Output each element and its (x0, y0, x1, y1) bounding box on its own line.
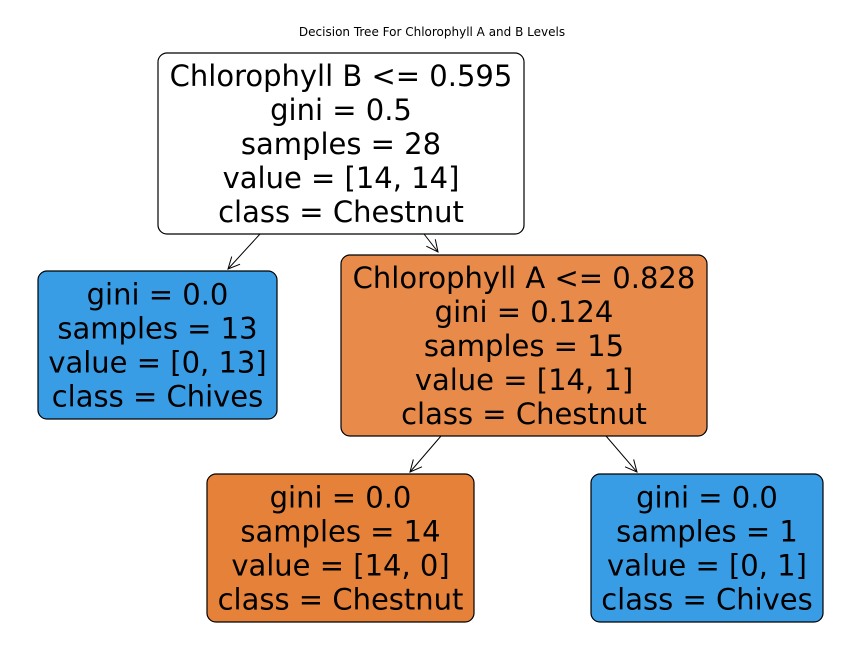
node-line: class = Chives (52, 379, 264, 413)
node-line: value = [14, 14] (223, 161, 460, 195)
node-line: samples = 1 (616, 514, 798, 548)
node-line: gini = 0.5 (270, 93, 412, 127)
edges-layer (227, 233, 638, 473)
edge-right-split-to-right-left-leaf (409, 435, 442, 473)
node-box (206, 473, 475, 623)
node-line: gini = 0.0 (270, 480, 412, 514)
node-line: samples = 13 (57, 311, 257, 345)
node-line: gini = 0.0 (87, 277, 229, 311)
edge-root-to-left-leaf (227, 233, 261, 270)
arrowhead (227, 256, 241, 270)
node-line: samples = 15 (424, 329, 624, 363)
node-box (37, 270, 278, 420)
node-line: value = [14, 1] (415, 363, 633, 397)
node-line: class = Chestnut (401, 397, 647, 431)
node-line: samples = 14 (240, 514, 440, 548)
edge-line (605, 435, 638, 473)
node-box (340, 254, 708, 437)
node-line: Chlorophyll B <= 0.595 (170, 59, 513, 93)
node-line: value = [14, 0] (231, 548, 449, 582)
node-line: class = Chestnut (218, 195, 464, 229)
node-box (157, 52, 525, 235)
node-box (590, 473, 824, 623)
edge-line (423, 233, 439, 253)
node-line: gini = 0.124 (435, 295, 614, 329)
arrowhead (624, 459, 638, 473)
node-line: class = Chives (601, 582, 813, 616)
node-line: samples = 28 (241, 127, 441, 161)
node-line: gini = 0.0 (636, 480, 778, 514)
arrowhead (409, 459, 423, 473)
arrowhead (426, 239, 439, 253)
edge-right-split-to-right-right-leaf (605, 435, 638, 473)
edge-line (409, 435, 442, 473)
edge-line (227, 233, 261, 270)
edge-root-to-right-split (423, 233, 439, 253)
node-line: value = [0, 1] (607, 548, 807, 582)
chart-title: Decision Tree For Chlorophyll A and B Le… (299, 25, 565, 39)
node-line: value = [0, 13] (48, 345, 266, 379)
node-line: class = Chestnut (218, 582, 464, 616)
node-line: Chlorophyll A <= 0.828 (353, 261, 696, 295)
